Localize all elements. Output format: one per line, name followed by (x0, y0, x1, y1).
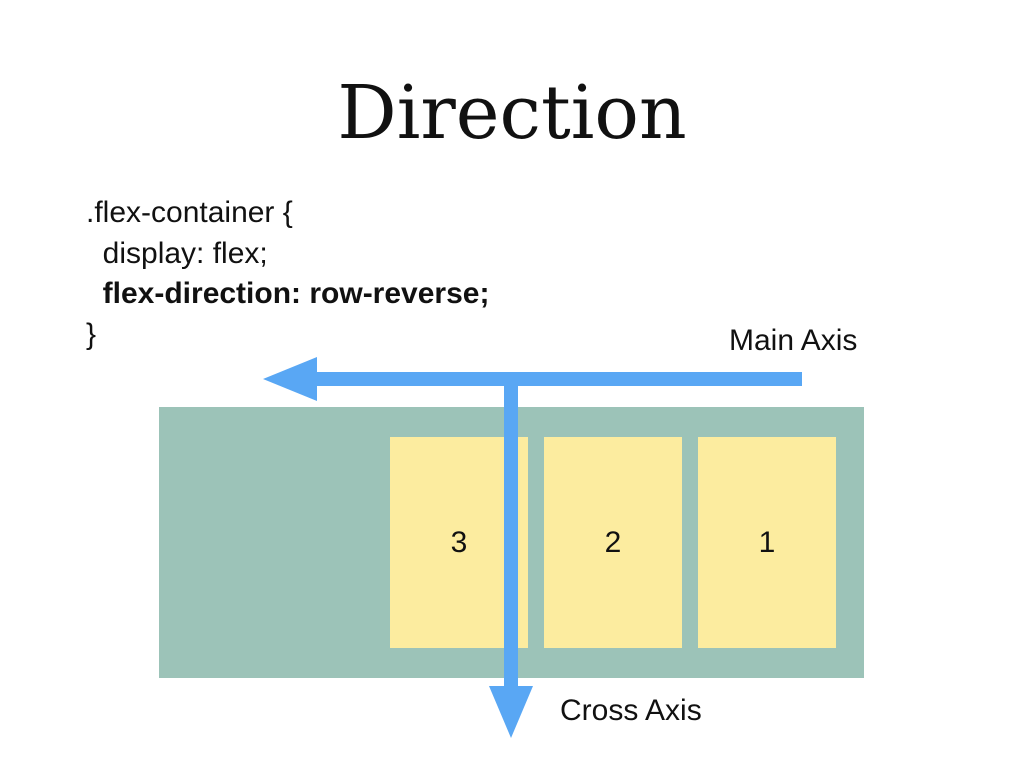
flex-item-2: 2 (544, 437, 682, 648)
cross-axis-label: Cross Axis (560, 694, 702, 727)
code-line-selector: .flex-container { (86, 196, 293, 229)
main-axis-arrowhead (263, 357, 317, 401)
flex-item-1: 1 (698, 437, 836, 648)
slide-title: Direction (337, 70, 687, 156)
flex-item-2-label: 2 (604, 525, 622, 559)
flex-item-3-label: 3 (450, 525, 468, 559)
main-axis-label: Main Axis (729, 324, 858, 357)
code-line-closing-brace: } (86, 317, 97, 351)
code-block: .flex-container { display: flex; flex-di… (86, 193, 489, 355)
cross-axis-arrow (489, 381, 533, 738)
cross-axis-arrowhead (489, 686, 533, 738)
flex-item-1-label: 1 (758, 525, 776, 559)
code-line-flex-direction: flex-direction: row-reverse; (86, 277, 490, 310)
main-axis-arrow (263, 357, 802, 401)
code-line-display: display: flex; (86, 236, 268, 270)
